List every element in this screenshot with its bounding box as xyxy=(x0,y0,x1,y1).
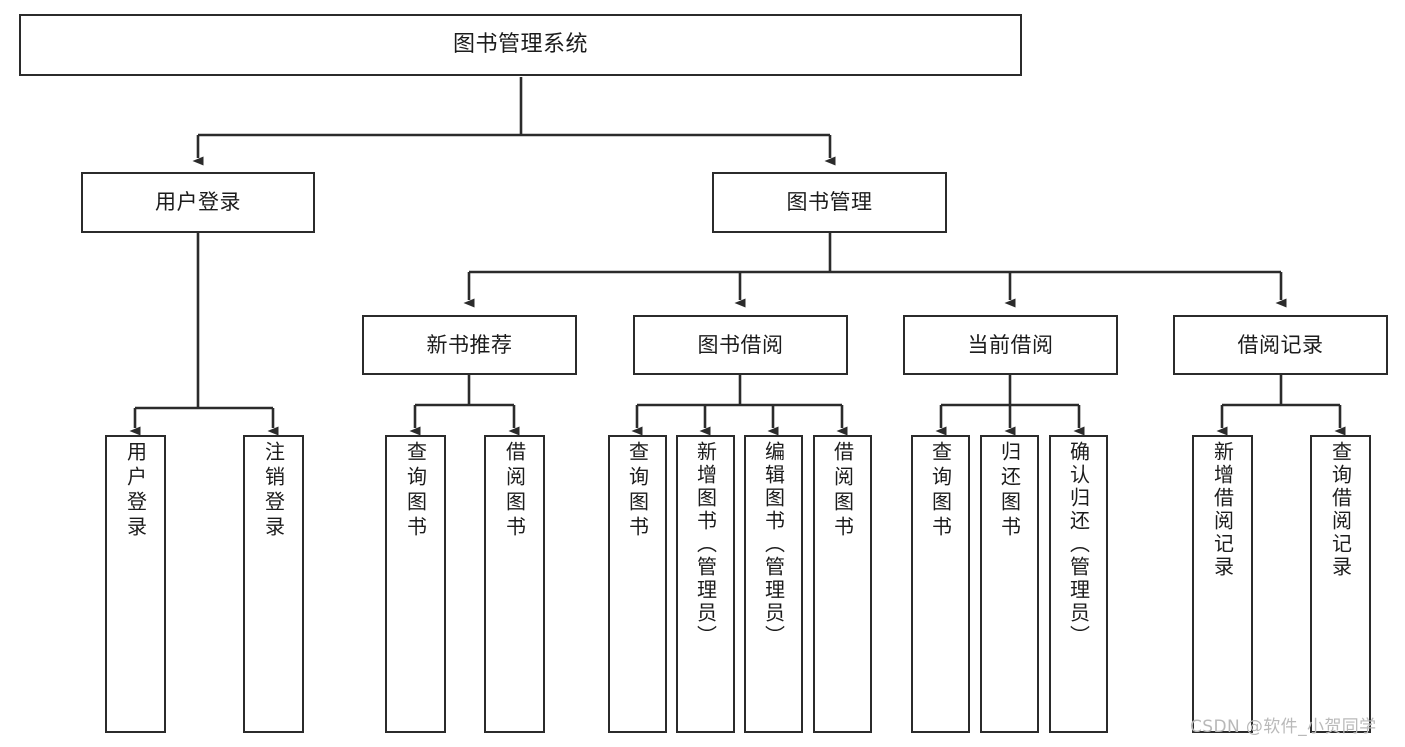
node-label: 新增借阅记录 xyxy=(1210,441,1235,579)
leaf-query-borrow-record[interactable]: 查询借阅记录 xyxy=(1310,435,1371,733)
node-label: 查询借阅记录 xyxy=(1328,441,1353,579)
node-label: 查询图书 xyxy=(625,441,650,541)
leaf-confirm-return-admin[interactable]: 确认归还（管理员） xyxy=(1049,435,1108,733)
node-book-management[interactable]: 图书管理 xyxy=(712,172,947,233)
leaf-return-book[interactable]: 归还图书 xyxy=(980,435,1039,733)
node-label: 借阅记录 xyxy=(1237,332,1324,357)
leaf-query-book-1[interactable]: 查询图书 xyxy=(385,435,446,733)
node-label: 图书管理 xyxy=(786,190,873,215)
node-label: 图书借阅 xyxy=(697,332,784,357)
node-label: 归还图书 xyxy=(997,441,1022,541)
node-label: 确认归还（管理员） xyxy=(1066,441,1091,648)
node-label: 用户登录 xyxy=(155,190,241,215)
leaf-logout[interactable]: 注销登录 xyxy=(243,435,304,733)
leaf-borrow-book-2[interactable]: 借阅图书 xyxy=(813,435,872,733)
leaf-query-book-3[interactable]: 查询图书 xyxy=(911,435,970,733)
node-root-book-management-system[interactable]: 图书管理系统 xyxy=(19,14,1022,76)
leaf-add-borrow-record[interactable]: 新增借阅记录 xyxy=(1192,435,1253,733)
node-label: 新增图书（管理员） xyxy=(693,441,718,648)
node-label: 编辑图书（管理员） xyxy=(761,441,786,648)
node-current-borrowing[interactable]: 当前借阅 xyxy=(903,315,1118,375)
leaf-edit-book-admin[interactable]: 编辑图书（管理员） xyxy=(744,435,803,733)
node-label: 图书管理系统 xyxy=(452,32,588,58)
watermark: CSDN @软件_小贺同学 xyxy=(1190,717,1377,737)
node-label: 新书推荐 xyxy=(426,332,513,357)
node-label: 查询图书 xyxy=(403,441,428,541)
node-book-borrowing[interactable]: 图书借阅 xyxy=(633,315,848,375)
node-borrowing-record[interactable]: 借阅记录 xyxy=(1173,315,1388,375)
leaf-borrow-book-1[interactable]: 借阅图书 xyxy=(484,435,545,733)
leaf-query-book-2[interactable]: 查询图书 xyxy=(608,435,667,733)
leaf-add-book-admin[interactable]: 新增图书（管理员） xyxy=(676,435,735,733)
leaf-user-login[interactable]: 用户登录 xyxy=(105,435,166,733)
node-new-book-recommendation[interactable]: 新书推荐 xyxy=(362,315,577,375)
node-label: 用户登录 xyxy=(123,441,148,541)
node-label: 当前借阅 xyxy=(967,332,1054,357)
node-label: 借阅图书 xyxy=(502,441,527,541)
node-label: 借阅图书 xyxy=(830,441,855,541)
node-label: 查询图书 xyxy=(928,441,953,541)
node-user-login[interactable]: 用户登录 xyxy=(81,172,315,233)
node-label: 注销登录 xyxy=(261,441,286,541)
